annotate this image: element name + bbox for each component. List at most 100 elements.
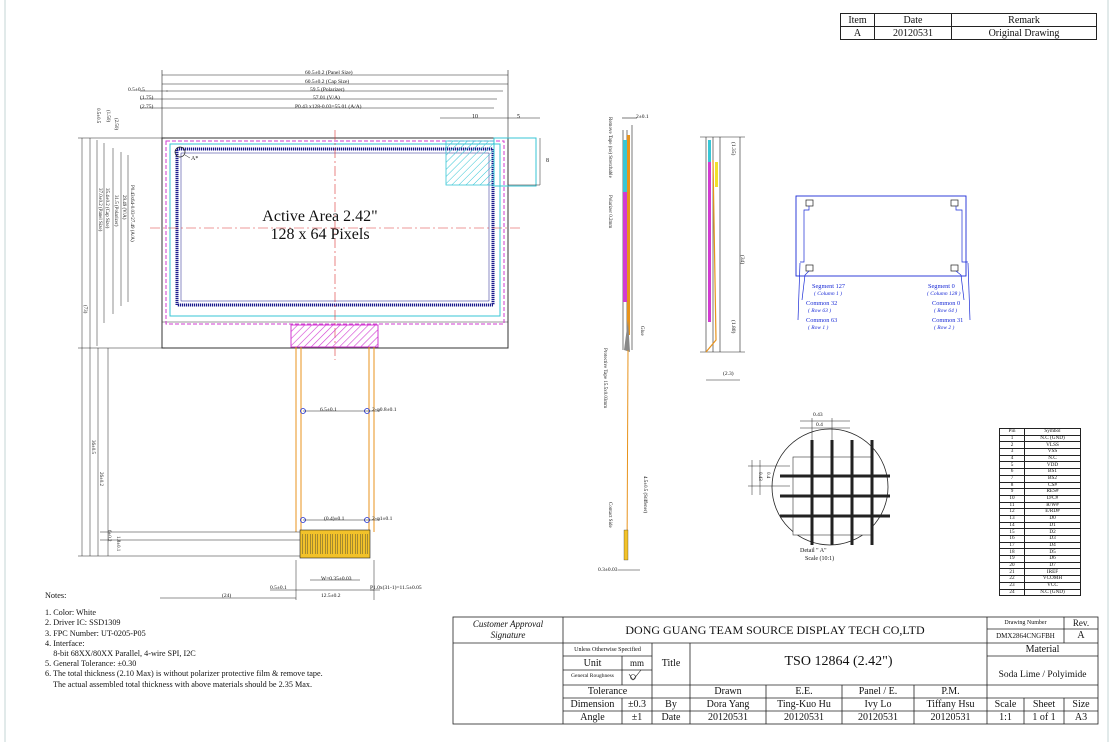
scale-value: 1:1	[999, 712, 1012, 723]
dim-v-pol: 31.5 (Polarizer)	[113, 195, 118, 227]
panel-label: Panel / E.	[858, 686, 898, 697]
dim-right-10: 10	[472, 114, 478, 120]
drawn-by: Dora Yang	[706, 699, 750, 710]
ee-label: E.E.	[795, 686, 813, 697]
seg127-subtext: ( Column 1 )	[814, 291, 842, 297]
pin-symbol: N.C (GND)	[1024, 588, 1081, 597]
pin-number: 20	[999, 561, 1025, 570]
dim-phi1: 2-φ1±0.1	[372, 516, 393, 522]
pin-symbol: N.C	[1024, 454, 1081, 463]
side-glue: Glue	[639, 326, 644, 336]
side-stiffener: 4.5±0.5 (Stiffener)	[642, 476, 647, 514]
com0-text: Common 0	[932, 300, 961, 307]
dim-04: (0.4)±0.1	[324, 516, 345, 522]
title-value: TSO 12864 (2.42")	[784, 654, 893, 669]
thick-34: (34)	[739, 255, 745, 265]
pin-number: 24	[999, 588, 1025, 597]
pm-label: P.M.	[941, 686, 960, 697]
pin-symbol: D4	[1024, 541, 1081, 550]
dim-cap-size: 60.5±0.2 (Cap Size)	[305, 79, 350, 85]
pm-by: Tiffany Hsu	[926, 699, 975, 710]
active-area-size: Active Area 2.42"	[262, 208, 378, 225]
detail-043-v: 0.43	[757, 472, 762, 481]
unit-label: Unit	[583, 658, 602, 669]
dim-175: (1.75)	[140, 95, 154, 101]
pin-number: 23	[999, 581, 1025, 590]
dimension-label: Dimension	[570, 699, 615, 710]
note-item: 4. Interface:	[45, 638, 85, 648]
dim-v-panel: 37.0±0.2 (Panel Size)	[97, 188, 102, 232]
note-item: 1. Color: White	[45, 608, 97, 618]
detail-04-v: 0.4	[765, 472, 770, 479]
thick-180: (1.80)	[730, 320, 736, 334]
note-item: 3. FPC Number: UT-0205-P05	[45, 628, 146, 638]
com32-label: Common 32	[806, 300, 838, 307]
material-label: Material	[1025, 644, 1060, 655]
com63-subtext: ( Row 1 )	[808, 325, 829, 331]
dim-v-26: 26±0.2	[98, 472, 103, 486]
size-label: Size	[1072, 699, 1090, 710]
thick-23: (2.3)	[723, 371, 734, 377]
pin-number: 4	[999, 454, 1025, 463]
dim-phi08: 2-φ0.8±0.1	[372, 407, 397, 413]
material-value: Soda Lime / Polyimide	[998, 670, 1087, 680]
note-item: 6. The total thickness (2.10 Max) is wit…	[45, 669, 323, 679]
com63-text: Common 63	[806, 317, 838, 324]
pin-number: 17	[999, 541, 1025, 550]
dim-275: (2.75)	[140, 104, 154, 110]
detail-043: 0.43	[813, 412, 823, 418]
dim-left-05: 0.5±0.5	[95, 108, 100, 124]
notes-block: Notes: 1. Color: White 2. Driver IC: SSD…	[45, 591, 323, 690]
active-area-label: Active Area 2.42" 128 x 64 Pixels	[250, 208, 390, 244]
pin-number: 7	[999, 474, 1025, 483]
company-name: DONG GUANG TEAM SOURCE DISPLAY TECH CO,L…	[625, 623, 925, 637]
pin-symbol: VCC	[1024, 581, 1081, 590]
rev-value: A	[1077, 630, 1085, 641]
rev-label: Rev.	[1072, 618, 1090, 628]
side-thickness-2: 2±0.1	[636, 114, 649, 120]
panel-by: Ivy Lo	[864, 699, 892, 710]
com31-subtext: ( Row 2 )	[934, 325, 955, 331]
dim-v-6: 6±0.2	[106, 530, 111, 542]
drawing-number-label: Drawing Number	[1004, 620, 1047, 626]
com32-text: Common 32	[806, 300, 838, 307]
dimension-value: ±0.3	[628, 699, 646, 710]
dim-aa: P0.43 x128-0.03=55.01 (A/A)	[295, 104, 362, 110]
rev-remark: Original Drawing	[951, 26, 1097, 40]
seg127-sub: ( Column 1 )	[814, 291, 842, 298]
dim-65: 6.5±0.1	[320, 407, 337, 413]
active-area-pixels: 128 x 64 Pixels	[270, 226, 370, 243]
panel-date: 20120531	[858, 712, 898, 723]
customer-approval-line1: Customer Approval	[472, 619, 544, 629]
by-label: By	[665, 699, 677, 710]
pin-symbol: BS2	[1024, 474, 1081, 483]
dim-v-73: (73)	[82, 305, 87, 314]
dim-va: 57.01 (V/A)	[313, 95, 340, 101]
pin-symbol: D1	[1024, 521, 1081, 530]
side-remove-tape: Remove Tape (no) Stretchable	[607, 117, 612, 178]
drawing-number: DMX2864CNGFBH	[996, 632, 1055, 640]
dim-v-18: 1.8±0.1	[115, 536, 120, 552]
side-contact-side: Contact Side	[607, 502, 612, 528]
detail-label: Detail " A"	[800, 548, 827, 554]
unit-value: mm	[629, 658, 644, 668]
dim-05: 0.5±0.5	[128, 87, 145, 93]
sheet-label: Sheet	[1032, 699, 1056, 710]
side-thickness-03: 0.3±0.03	[598, 567, 618, 573]
pin-number: 14	[999, 521, 1025, 530]
detail-ref: A*	[191, 156, 199, 162]
com0-subtext: ( Row 64 )	[934, 308, 958, 314]
ee-date: 20120531	[784, 712, 824, 723]
note-item: 8-bit 68XX/80XX Parallel, 4-wire SPI, I2…	[45, 649, 196, 659]
pm-date: 20120531	[930, 712, 971, 723]
roughness-label: General Roughness	[571, 673, 614, 679]
drawn-label: Drawn	[714, 686, 742, 697]
dim-v-cap: 35.4±0.2 (Cap Size)	[104, 188, 109, 229]
